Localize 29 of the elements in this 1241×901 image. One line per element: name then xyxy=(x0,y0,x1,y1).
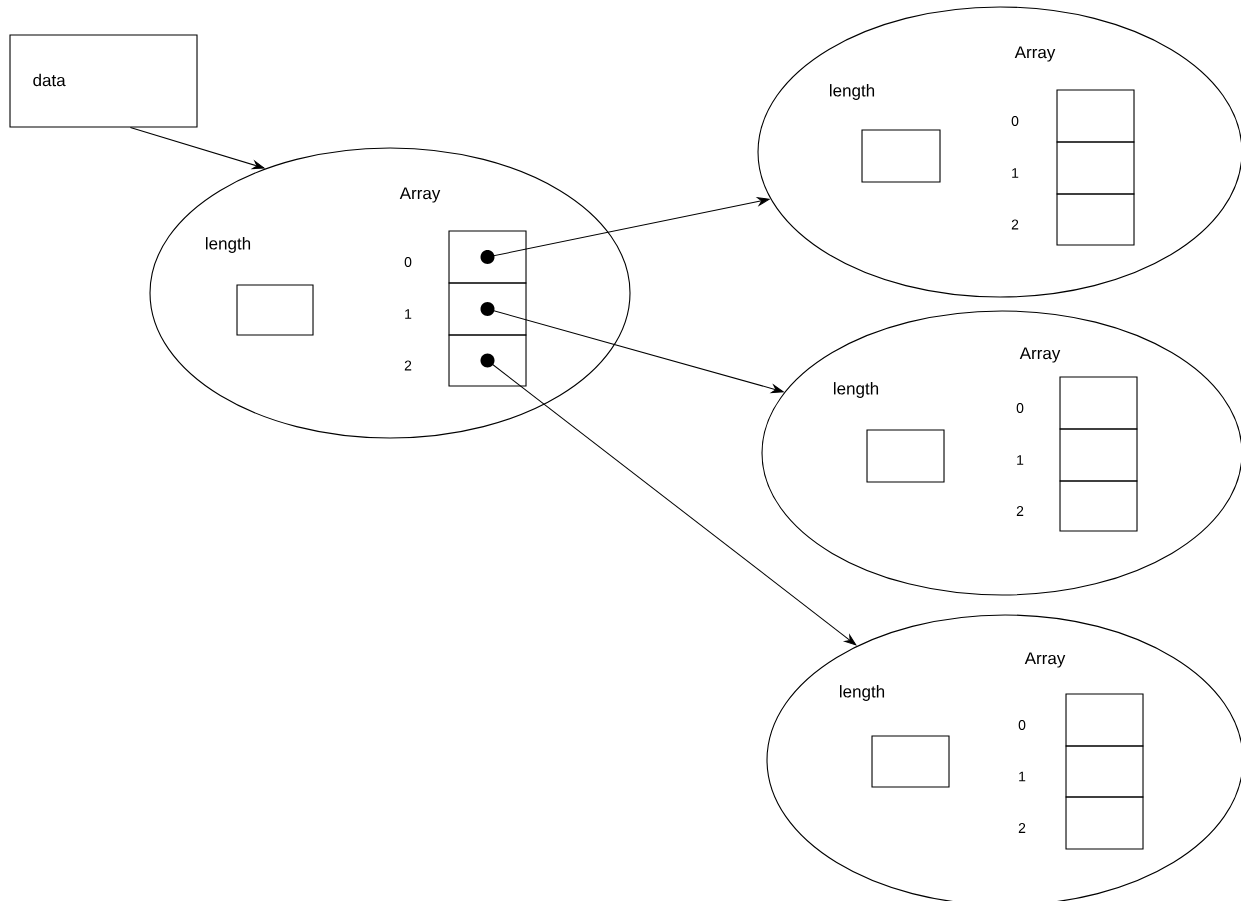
value-box xyxy=(866,429,945,483)
field-label: Array xyxy=(399,187,441,203)
text-box: data xyxy=(9,34,198,128)
value-box xyxy=(861,129,941,183)
field-label: length xyxy=(840,685,885,701)
index-label: 0 xyxy=(1018,720,1026,730)
index-label: 1 xyxy=(1017,455,1024,465)
field-label: Array xyxy=(1019,347,1061,363)
index-label: 1 xyxy=(405,309,412,319)
index-label: 0 xyxy=(404,257,412,267)
index-label: 0 xyxy=(1016,403,1024,413)
field-label: length xyxy=(830,84,875,100)
arrow xyxy=(480,302,784,394)
field-label: Array xyxy=(1024,652,1066,668)
index-label: 1 xyxy=(1012,168,1019,178)
index-label: 2 xyxy=(1016,506,1024,516)
index-label: 2 xyxy=(1018,823,1026,833)
value-box xyxy=(236,284,314,336)
arrow xyxy=(129,127,265,170)
index-label: 2 xyxy=(404,360,412,371)
field-label: Array xyxy=(1014,46,1056,62)
index-label: 0 xyxy=(1011,116,1019,126)
field-label: length xyxy=(206,237,251,253)
arrow xyxy=(480,353,857,646)
arrow xyxy=(480,197,770,264)
index-label: 2 xyxy=(1011,219,1019,230)
field-label: length xyxy=(834,382,879,398)
index-label: 1 xyxy=(1019,771,1026,782)
value-box xyxy=(871,735,950,788)
